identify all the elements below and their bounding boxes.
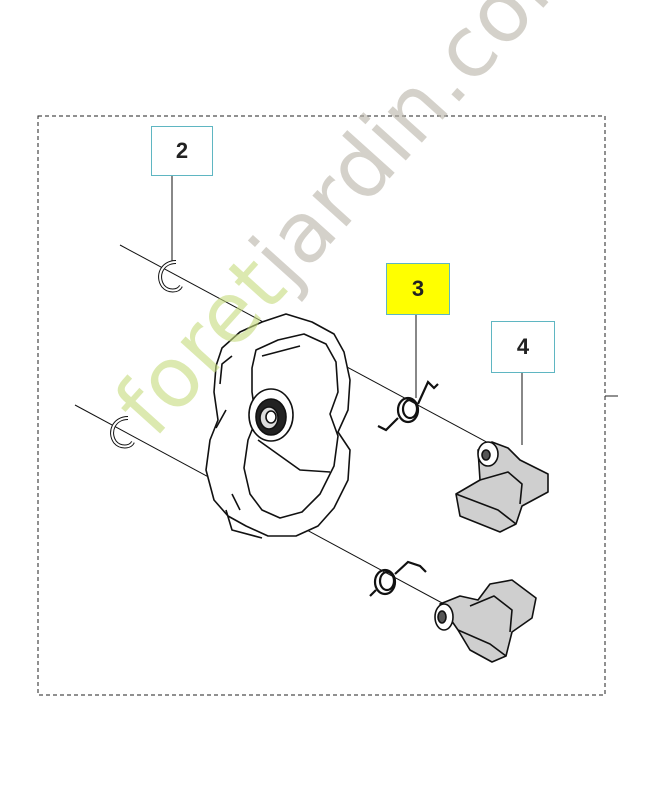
lever-knob-lower: [434, 579, 537, 663]
housing: [205, 313, 351, 539]
callout-label: 3: [411, 276, 425, 301]
dashed-frame: [37, 115, 606, 696]
callout-3-highlight: [386, 263, 450, 315]
callout-part-3[interactable]: 3: [386, 263, 450, 315]
callout-part-2[interactable]: 2: [151, 126, 213, 176]
torsion-spring-upper: [377, 380, 439, 432]
callout-label: 4: [516, 334, 530, 359]
callout-label: 2: [175, 138, 189, 163]
lever-knob-upper: [455, 441, 549, 533]
torsion-spring-lower: [369, 560, 427, 597]
callout-part-4[interactable]: 4: [491, 321, 555, 373]
